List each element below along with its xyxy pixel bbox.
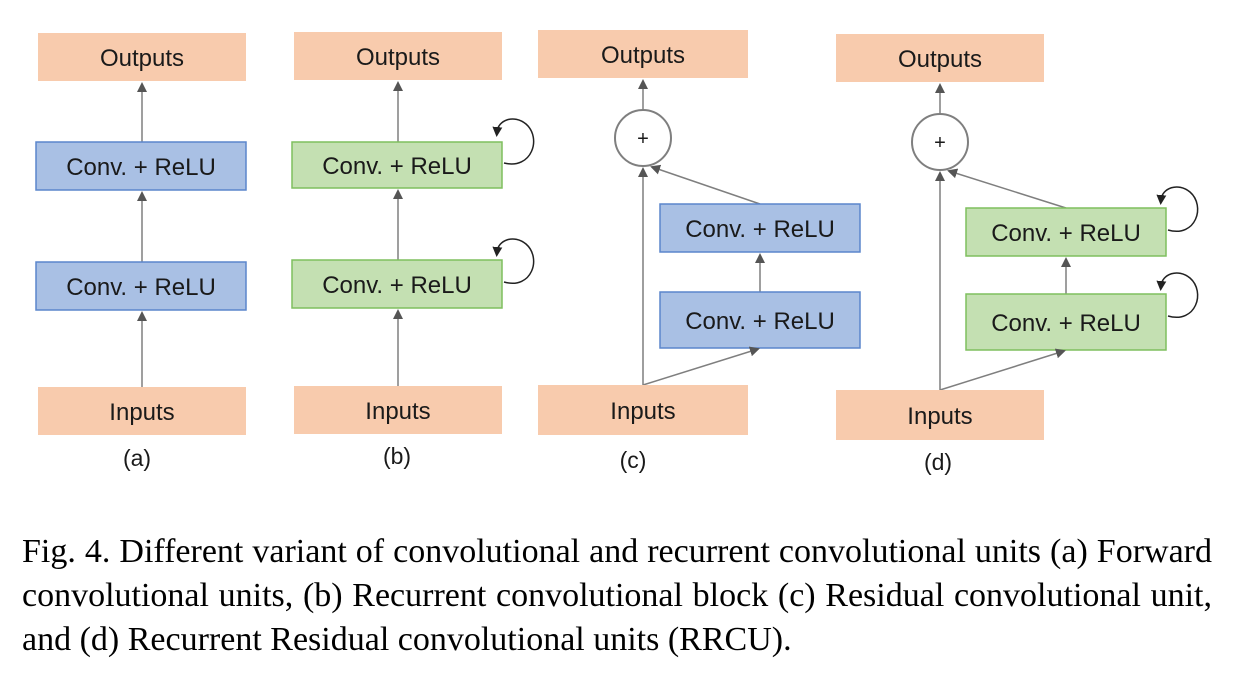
panel-b-conv1-label: Conv. + ReLU [322,272,472,299]
panel-c-conv1-box: Conv. + ReLU [659,291,861,349]
panel-b: Outputs Conv. + ReLU Conv. + ReLU Inputs… [291,32,535,469]
panel-d-plus-icon: + [934,132,946,154]
panel-b-conv2-box: Conv. + ReLU [291,141,503,189]
panel-d-outputs-label: Outputs [898,46,982,73]
panel-c-label: (c) [620,447,647,473]
panel-d-inputs-label: Inputs [907,403,972,430]
panel-d-outputs-box: Outputs [836,34,1044,82]
panel-d-conv2-label: Conv. + ReLU [991,220,1141,247]
panel-a-conv2-label: Conv. + ReLU [66,154,216,181]
panel-d: Outputs + Conv. + ReLU Conv. + ReLU Inpu… [836,34,1199,475]
panel-c-sum-node: + [614,109,672,167]
panel-a-label: (a) [123,445,151,471]
panel-d-conv1-label: Conv. + ReLU [991,310,1141,337]
panel-b-conv1-recurrent-loop-icon [492,238,535,285]
panel-c-plus-icon: + [637,128,649,150]
panel-d-conv2-recurrent-loop-icon [1156,186,1199,233]
panel-a-conv1-label: Conv. + ReLU [66,274,216,301]
panel-a-outputs-box: Outputs [38,33,246,81]
panel-a-conv2-box: Conv. + ReLU [35,141,247,191]
panel-b-conv2-label: Conv. + ReLU [322,153,472,180]
panel-c-arrow-inputs-to-conv1 [642,346,760,386]
panel-b-inputs-label: Inputs [365,398,430,425]
panel-b-conv2-recurrent-loop-icon [492,118,535,165]
panel-c-inputs-label: Inputs [610,398,675,425]
panel-a: Outputs Conv. + ReLU Conv. + ReLU Inputs… [35,33,247,471]
panel-b-outputs-label: Outputs [356,44,440,71]
panel-a-conv1-box: Conv. + ReLU [35,261,247,311]
figure-caption: Fig. 4. Different variant of convolution… [22,533,1212,658]
panel-b-conv1-box: Conv. + ReLU [291,259,503,309]
panel-d-label: (d) [924,449,952,475]
panel-b-inputs-box: Inputs [294,386,502,434]
panel-c-conv2-box: Conv. + ReLU [659,203,861,253]
panel-c-conv1-label: Conv. + ReLU [685,308,835,335]
panel-c-conv2-label: Conv. + ReLU [685,216,835,243]
panel-d-inputs-box: Inputs [836,390,1044,440]
panel-b-outputs-box: Outputs [294,32,502,80]
panel-d-conv1-recurrent-loop-icon [1156,272,1199,319]
panel-c: Outputs + Conv. + ReLU Conv. + ReLU Inpu… [538,30,861,473]
panel-c-outputs-box: Outputs [538,30,748,78]
panel-c-arrow-conv2-to-sum [650,164,761,205]
panel-a-inputs-box: Inputs [38,387,246,435]
panel-d-sum-node: + [911,113,969,171]
panel-c-outputs-label: Outputs [601,42,685,69]
panel-d-conv1-box: Conv. + ReLU [965,293,1167,351]
panel-a-outputs-label: Outputs [100,45,184,72]
panel-a-inputs-label: Inputs [109,399,174,426]
panel-c-inputs-box: Inputs [538,385,748,435]
panel-d-arrow-conv2-to-sum [947,168,1067,209]
panel-d-conv2-box: Conv. + ReLU [965,207,1167,257]
panel-d-arrow-inputs-to-conv1 [939,348,1066,391]
architecture-diagram: Outputs Conv. + ReLU Conv. + ReLU Inputs… [35,30,1199,475]
panel-b-label: (b) [383,443,411,469]
